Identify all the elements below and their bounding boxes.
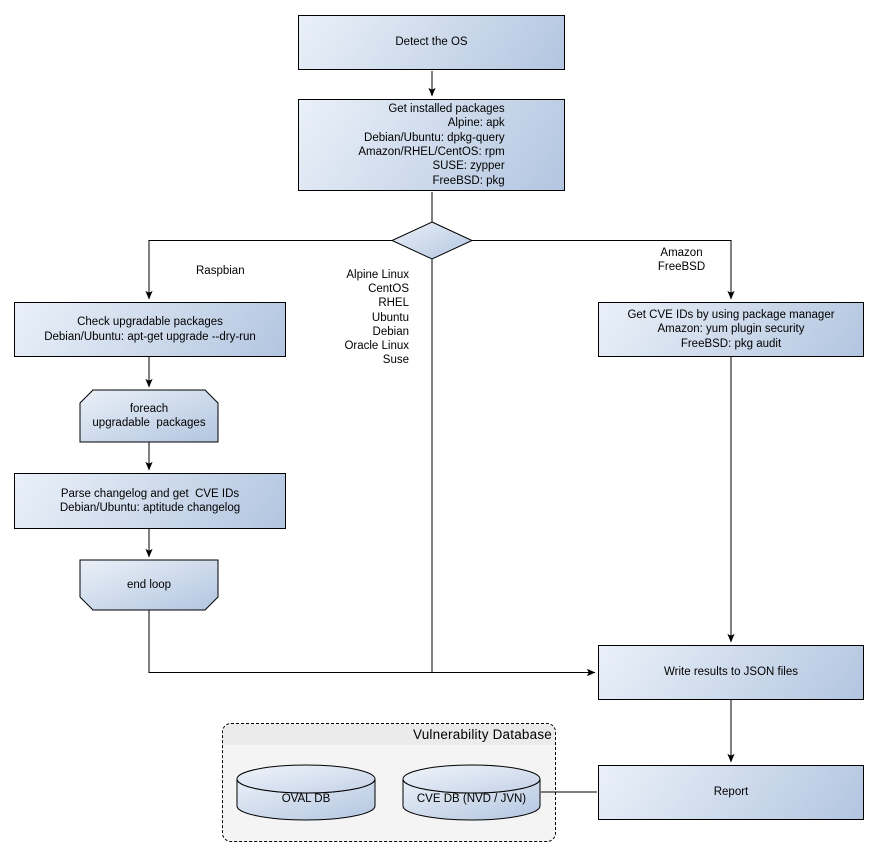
oval-db-cylinder-top	[236, 764, 376, 794]
node-get-installed-packages: Get installed packages Alpine: apk Debia…	[298, 99, 565, 191]
end-loop-label: end loop	[126, 578, 172, 591]
foreach-loop-shape	[79, 389, 219, 443]
edge-decision-to-get-cve-ids	[472, 240, 735, 300]
decision-diamond	[390, 221, 474, 260]
edge-label-raspbian: Raspbian	[196, 265, 245, 277]
foreach-loop-label: foreach upgradable packages	[92, 402, 206, 429]
node-report: Report	[598, 765, 864, 820]
edge-decision-to-check-upgradable	[145, 240, 392, 300]
cve-db-label: CVE DB (NVD / JVN)	[416, 792, 527, 805]
node-get-cve-ids: Get CVE IDs by using package manager Ama…	[598, 302, 864, 357]
node-write-json: Write results to JSON files	[598, 645, 864, 700]
vulnerability-database-title: Vulnerability Database	[223, 724, 555, 745]
edge-label-amazon-freebsd: Amazon FreeBSD	[657, 247, 706, 274]
edge-endloop-to-json	[148, 610, 596, 677]
edge-label-os-list: Alpine Linux CentOS RHEL Ubuntu Debian O…	[344, 269, 409, 367]
node-detect-os: Detect the OS	[298, 15, 565, 70]
end-loop-shape	[79, 559, 219, 611]
node-parse-changelog: Parse changelog and get CVE IDs Debian/U…	[14, 473, 286, 529]
cve-db-cylinder-top	[402, 764, 541, 794]
oval-db-label: OVAL DB	[281, 792, 331, 805]
node-check-upgradable-packages: Check upgradable packages Debian/Ubuntu:…	[14, 302, 286, 357]
